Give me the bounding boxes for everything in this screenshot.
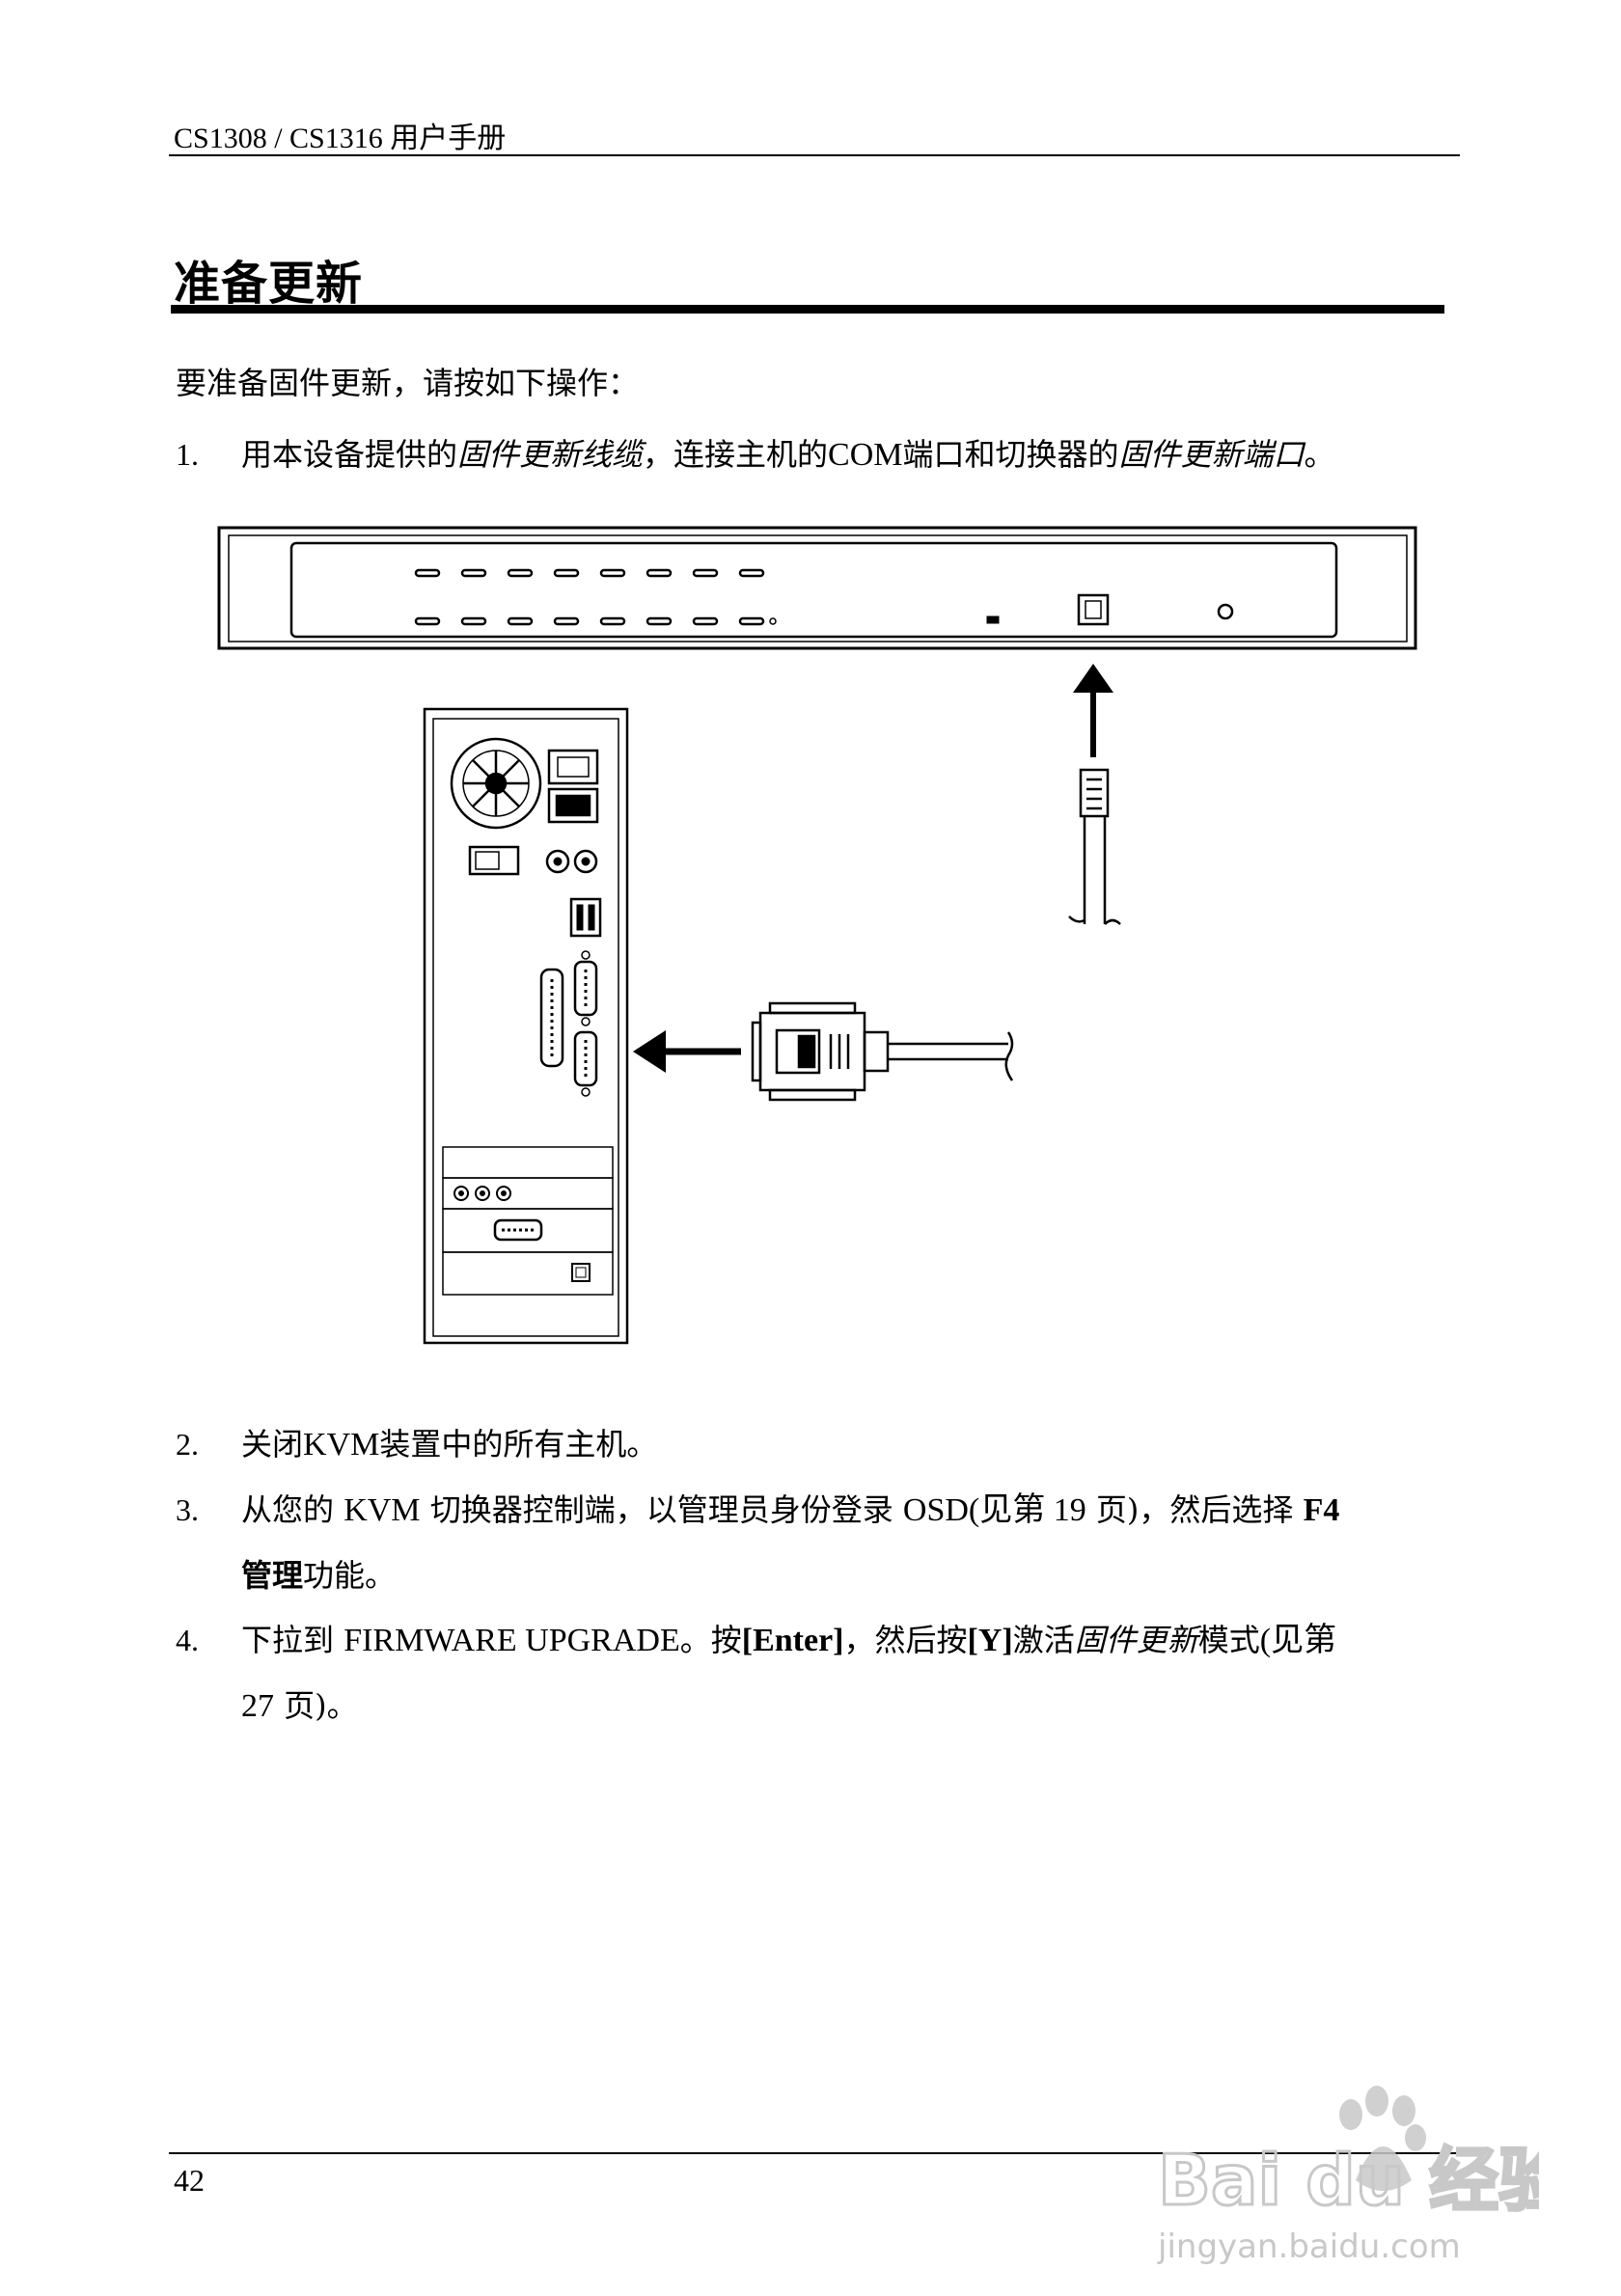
- paw-toe-icon: [1339, 2099, 1362, 2130]
- watermark-url: jingyan.baidu.com: [1157, 2228, 1461, 2266]
- step-4-y: [Y]: [967, 1623, 1013, 1658]
- step-4-number: 4.: [176, 1623, 199, 1657]
- port-slots-bottom: [414, 616, 765, 626]
- power-socket-icon: [547, 749, 599, 824]
- arrow-up-icon: [1073, 664, 1113, 757]
- page-number: 42: [174, 2163, 205, 2198]
- step-3-part: 功能。: [303, 1557, 397, 1594]
- step-4-part: 模式: [1197, 1622, 1260, 1658]
- footer-divider: [169, 2152, 1460, 2154]
- kvm-switch: [217, 526, 1417, 650]
- step-3-f4: F4: [1303, 1492, 1340, 1528]
- paw-pad-icon: [1356, 2146, 1412, 2191]
- step-3-part: 切换器控制端，以管理员身份登录: [420, 1491, 903, 1528]
- step-4-italic: 固件更新: [1074, 1622, 1198, 1658]
- step-2-number: 2.: [176, 1427, 199, 1462]
- step-4-part: (见第: [1259, 1623, 1337, 1658]
- step-1-text: 用本设备提供的固件更新线缆，连接主机的COM端口和切换器的固件更新端口。: [241, 422, 1335, 488]
- step-4-line-2: 27 页)。: [241, 1673, 358, 1739]
- step-2-text: 关闭KVM装置中的所有主机。: [241, 1411, 657, 1478]
- step-3-osd: OSD: [902, 1492, 969, 1528]
- step-2-part: 装置中的所有主机。: [379, 1426, 658, 1462]
- step-4-part: ，然后按: [843, 1622, 968, 1658]
- step-3-part: 从您的: [241, 1491, 344, 1528]
- step-4-part: 页)。: [274, 1687, 358, 1724]
- port-slots-top: [414, 568, 765, 578]
- step-3-line-2: 管理功能。: [241, 1543, 396, 1608]
- step-3-part: 页)，然后选择: [1085, 1491, 1304, 1528]
- fan-icon: [450, 737, 542, 830]
- step-2-kvm: KVM: [303, 1427, 380, 1462]
- step-1-part: 用本设备提供的: [241, 436, 458, 473]
- step-4-part: 。按: [679, 1622, 742, 1658]
- step-1-part: 端口和切换器的: [902, 436, 1119, 473]
- running-header: CS1308 / CS1316 用户手册: [174, 123, 507, 154]
- step-1-part: ，连接主机的: [643, 436, 829, 473]
- step-4-enter: [Enter]: [741, 1623, 844, 1658]
- paw-toe-icon: [1365, 2086, 1388, 2117]
- arrow-left-icon: [633, 1030, 741, 1073]
- section-title: 准备更新: [174, 257, 364, 311]
- step-1-part: 。: [1304, 436, 1335, 473]
- step-3-line-1: 从您的 KVM 切换器控制端，以管理员身份登录 OSD(见第 19 页)，然后选…: [241, 1477, 1339, 1544]
- firmware-cable-connector: [1068, 768, 1121, 925]
- step-1-com: COM: [828, 437, 903, 473]
- step-1-number: 1.: [176, 437, 199, 472]
- step-1-italic-cable: 固件更新线缆: [457, 436, 644, 473]
- step-3-page: 19: [1053, 1492, 1086, 1528]
- step-1-italic-port: 固件更新端口: [1118, 436, 1305, 473]
- firmware-upgrade-port: [1077, 593, 1110, 626]
- intro-text: 要准备固件更新，请按如下操作：: [176, 365, 640, 401]
- title-divider: [171, 305, 1444, 314]
- pc-tower: [423, 707, 629, 1345]
- step-3-kvm: KVM: [343, 1492, 421, 1528]
- watermark-brand: Bai du 经验: [1158, 2140, 1539, 2221]
- paw-toe-icon: [1405, 2124, 1426, 2151]
- step-4-firmware: FIRMWARE UPGRADE: [343, 1623, 680, 1658]
- step-4-part: 激活: [1012, 1622, 1075, 1658]
- paw-toe-icon: [1392, 2095, 1415, 2126]
- baidu-watermark: Bai du 经验 jingyan.baidu.com: [1157, 2086, 1539, 2266]
- step-3-part: (见第: [968, 1492, 1054, 1528]
- step-4-part: 下拉到: [241, 1622, 344, 1658]
- step-2-part: 关闭: [241, 1426, 304, 1462]
- step-4-line-1: 下拉到 FIRMWARE UPGRADE。按[Enter]，然后按[Y]激活固件…: [241, 1607, 1336, 1674]
- step-3-manage: 管理: [241, 1557, 304, 1594]
- header-divider: [169, 154, 1460, 156]
- serial-cable-connector: [751, 1001, 1014, 1102]
- step-4-page: 27: [241, 1688, 274, 1724]
- step-3-number: 3.: [176, 1492, 199, 1527]
